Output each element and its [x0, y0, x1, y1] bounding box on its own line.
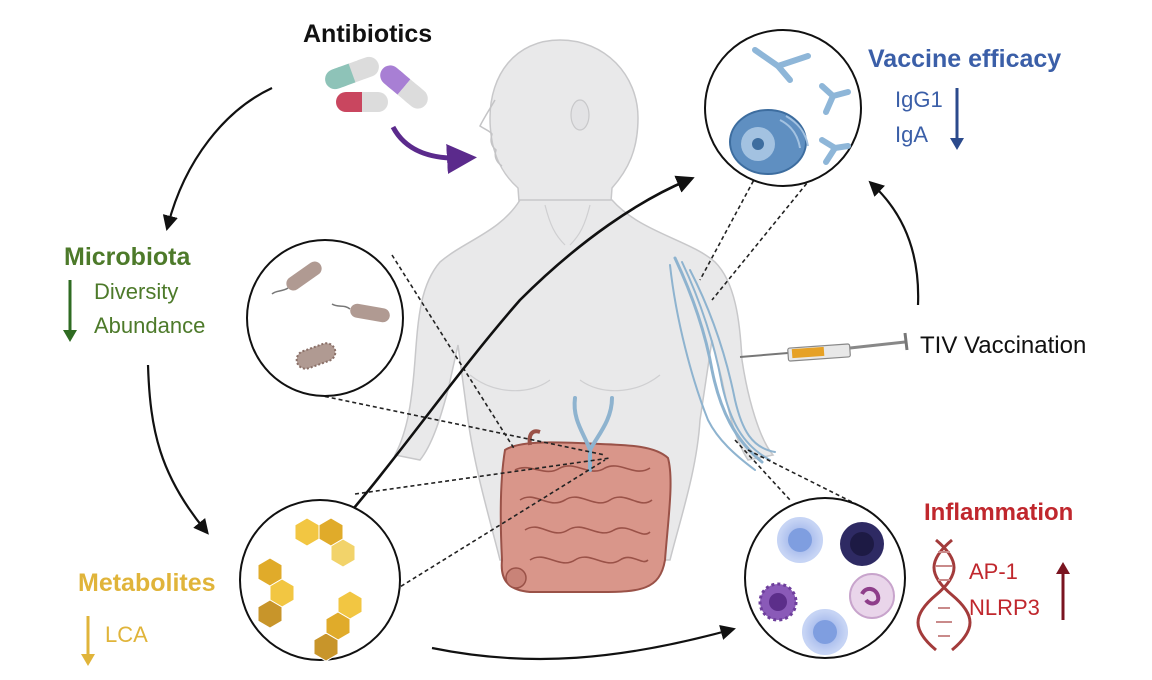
dna-icon — [916, 538, 972, 652]
metabolite-hexagon-icon — [257, 517, 363, 662]
microbiota-label: Microbiota — [64, 243, 191, 271]
diversity-label: Diversity — [94, 279, 179, 304]
iga-label: IgA — [895, 122, 929, 147]
blood-vessel-icon — [572, 256, 776, 472]
tiv-vaccination-label: TIV Vaccination — [920, 332, 1087, 359]
antibody-icon — [752, 47, 851, 165]
vaccine-circle — [704, 29, 862, 187]
inflammation-label: Inflammation — [924, 499, 1074, 526]
capsule-icon — [325, 56, 428, 112]
vaccine-efficacy-label: Vaccine efficacy — [868, 45, 1062, 73]
flow-arrows — [146, 87, 920, 661]
vaccine-flow-arrow — [321, 175, 695, 546]
bacteria-circle — [246, 239, 404, 397]
abundance-label: Abundance — [94, 313, 206, 338]
decrease-arrow-vaccine — [950, 88, 964, 150]
ap1-label: AP-1 — [969, 559, 1018, 584]
decrease-arrow-metabolites — [81, 616, 95, 666]
immune-cell-icon — [758, 517, 895, 655]
syringe-icon — [739, 332, 909, 362]
plasma-cell-icon — [729, 109, 809, 175]
human-body-icon — [393, 39, 775, 561]
metabolites-label: Metabolites — [78, 569, 216, 597]
increase-arrow-inflammation — [1056, 562, 1070, 620]
intestine-icon — [499, 429, 672, 593]
antibiotic-arrow — [390, 125, 477, 174]
antibiotics-label: Antibiotics — [303, 20, 433, 48]
nlrp3-label: NLRP3 — [969, 595, 1040, 620]
metabolites-circle — [239, 499, 401, 662]
bacteria-icon — [271, 261, 390, 370]
lca-label: LCA — [105, 622, 148, 647]
igg1-label: IgG1 — [895, 87, 943, 112]
immune-cells-circle — [744, 497, 906, 659]
decrease-arrow-microbiota — [63, 280, 77, 342]
